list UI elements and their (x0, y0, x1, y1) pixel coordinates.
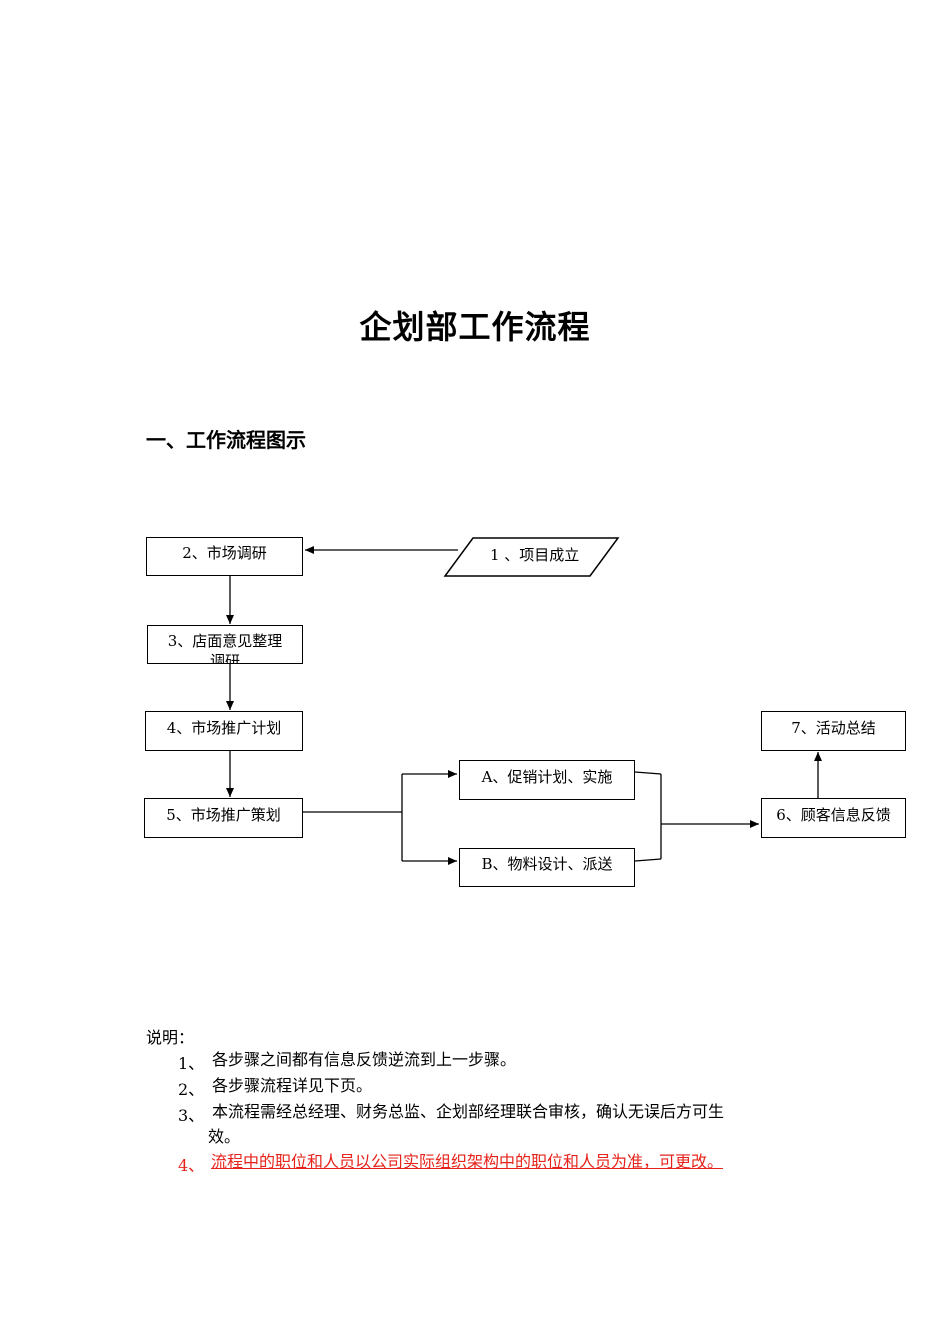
section-heading: 一、工作流程图示 (146, 428, 306, 452)
notes-heading: 说明： (146, 1028, 195, 1047)
note-4-text: 流程中的职位和人员以公司实际组织架构中的职位和人员为准，可更改。 (211, 1152, 724, 1171)
note-1-text: 各步骤之间都有信息反馈逆流到上一步骤。 (212, 1050, 517, 1069)
step7-activity-summary: 7、活动总结 (761, 711, 906, 751)
page-title: 企划部工作流程 (359, 308, 591, 346)
note-3-continuation: 效。 (208, 1127, 241, 1146)
note-3-text: 本流程需经总经理、财务总监、企划部经理联合审核，确认无误后方可生 (212, 1102, 725, 1121)
step4-promotion-plan: 4、市场推广计划 (145, 711, 303, 751)
step3-store-feedback: 3、店面意见整理 调研 (147, 625, 303, 664)
note-3-number: 3、 (178, 1106, 205, 1125)
note-2-text: 各步骤流程详见下页。 (212, 1076, 373, 1095)
step5-promotion-design: 5、市场推广策划 (144, 798, 303, 838)
step6-customer-feedback: 6、顾客信息反馈 (761, 798, 906, 838)
note-1-number: 1、 (178, 1054, 205, 1073)
line-B-out (634, 858, 662, 862)
stepB-material-design: B、物料设计、派送 (459, 848, 635, 887)
note-2-number: 2、 (178, 1080, 205, 1099)
line-A-out (634, 771, 662, 775)
step1-project-setup: 1 、项目成立 (490, 546, 580, 564)
step2-market-research: 2、市场调研 (146, 537, 303, 576)
note-4-number: 4、 (178, 1156, 205, 1175)
stepA-promotion-execution: A、促销计划、实施 (459, 760, 635, 800)
step1-shape (443, 537, 620, 577)
